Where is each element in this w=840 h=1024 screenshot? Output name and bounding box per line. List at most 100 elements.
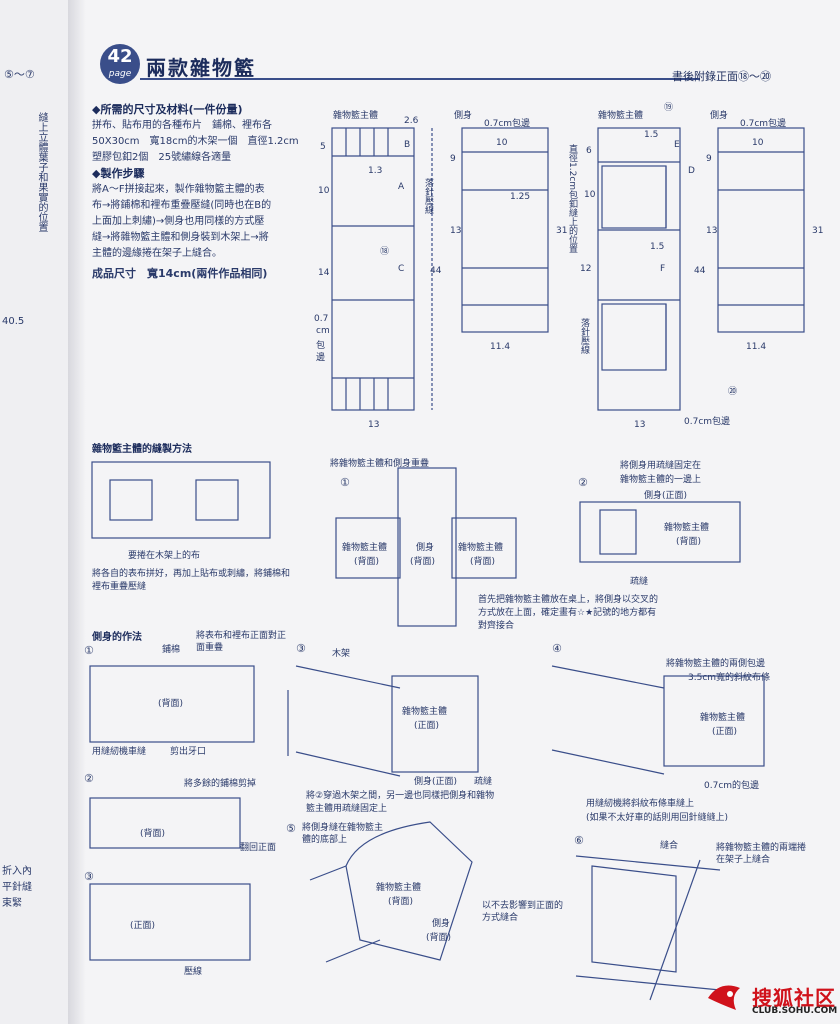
s3-basting: 疏縫 (474, 777, 493, 787)
overlap-title: 將雜物籃主體和側身重疊 (330, 459, 430, 469)
left-bottom-3: 束緊 (2, 898, 22, 909)
s3-front: (正面) (130, 921, 156, 931)
overlap-side-back: (背面) (410, 557, 436, 567)
page-number-badge: 42 page (100, 44, 140, 84)
s5-body: 雜物籃主體 (376, 883, 422, 893)
side-method-heading: 側身的作法 (92, 632, 142, 643)
s3-side-front: 側身(正面) (414, 777, 458, 787)
marker-18: ⑱ (380, 247, 390, 257)
step2-note-1: 將側身用疏縫固定在 (620, 461, 702, 471)
s5-side-back: (背面) (426, 933, 452, 943)
edge-bao: 包 (316, 341, 326, 351)
sewing-method-heading: 雜物籃主體的縫製方法 (92, 444, 192, 455)
s4-bottom: 用縫紉機將斜紋布條車縫上 (586, 799, 695, 809)
side-dim-10: 10 (496, 138, 508, 148)
marker-20: ⑳ (728, 387, 738, 397)
dim-1-3: 1.3 (368, 166, 383, 176)
s3-body-front: (正面) (414, 721, 440, 731)
s5-body-back: (背面) (388, 897, 414, 907)
logo-url: CLUB.SOHU.COM (752, 1006, 838, 1016)
side-edge-2: 0.7cm包邊 (740, 119, 787, 129)
step2-body: 雜物籃主體 (664, 523, 710, 533)
materials-line: 拼布、貼布用的各種布片 鋪棉、裡布各 (92, 120, 272, 131)
wood-frame: 木架 (332, 649, 351, 659)
side-label-2: 側身 (710, 111, 729, 121)
side2-dim-10: 10 (752, 138, 764, 148)
main-body-1-outline (331, 127, 415, 411)
step2-side-front: 側身(正面) (644, 491, 688, 501)
s4-body: 雜物籃主體 (700, 713, 746, 723)
side-edge-1: 0.7cm包邊 (484, 119, 531, 129)
letter-c: C (398, 264, 405, 274)
overlap-back-left: (背面) (354, 557, 380, 567)
step-number-2: ② (578, 476, 588, 489)
s2-back: (背面) (140, 829, 166, 839)
dim-1-5b: 1.5 (650, 242, 665, 252)
materials-block: ◆所需的尺寸及材料(一件份量) 拼布、貼布用的各種布片 鋪棉、裡布各 50X30… (92, 102, 312, 282)
logo-text: 搜狐社区 (752, 986, 836, 1010)
side-dim-9: 9 (450, 154, 456, 164)
left-page-ref: ⑤～⑦ (4, 68, 35, 81)
side-dim-31: 31 (556, 226, 568, 236)
s4-edge: 0.7cm的包邊 (704, 781, 760, 791)
steps-line: 縫→將雜物籃主體和側身裝到木架上→將 (92, 232, 269, 243)
side-dim-11-4: 11.4 (490, 342, 511, 352)
dim-6: 6 (586, 146, 592, 156)
side2-dim-11-4: 11.4 (746, 342, 767, 352)
s5-side: 側身 (432, 919, 451, 929)
s3-body: 雜物籃主體 (402, 707, 448, 717)
letter-b: B (404, 140, 411, 150)
step2-basting: 疏縫 (630, 577, 649, 587)
wrap-label: 要捲在木架上的布 (128, 551, 201, 561)
main-body-label-1: 雜物籃主體 (333, 111, 379, 121)
page-title: 兩款雜物籃 (146, 56, 256, 80)
sohu-club-logo: 搜狐社区 CLUB.SOHU.COM (700, 972, 840, 1024)
s1-notch: 剪出牙口 (170, 747, 207, 757)
step1-note: 首先把雜物籃主體放在桌上，將側身以交叉的方式放在上面，確定畫有☆★記號的地方都有… (478, 595, 659, 631)
s6-note: 將雜物籃主體的兩端捲在架子上縫合 (716, 843, 807, 865)
edge-bian: 邊 (316, 353, 326, 363)
letter-a: A (398, 182, 405, 192)
fox-logo-icon (708, 985, 740, 1010)
quilt-line-label: 落針壓線 (423, 178, 433, 214)
left-measure: 40.5 (2, 316, 25, 327)
overlap-back-right: (背面) (470, 557, 496, 567)
dim-10b: 10 (584, 190, 596, 200)
dim-12: 12 (580, 264, 592, 274)
quilt-line-label-2: 落針壓線 (579, 318, 589, 354)
steps-line: 上面加上刺繡)→側身也用同樣的方式壓 (92, 216, 265, 227)
left-bottom-1: 折入內 (2, 866, 32, 877)
left-bottom-2: 平針縫 (2, 882, 32, 893)
dim-2-6: 2.6 (404, 116, 419, 126)
edge-07b: 0.7cm包邊 (684, 417, 731, 427)
step2-note-2: 雜物籃主體的一邊上 (620, 475, 702, 485)
page-word: page (108, 69, 132, 79)
s3-quilt: 壓線 (184, 967, 203, 977)
side-label-1: 側身 (454, 111, 473, 121)
steps-line: 布→將鋪棉和裡布重疊壓縫(同時也在B的 (92, 200, 272, 211)
materials-line: 50X30cm 寬18cm的木架一個 直徑1.2cm (92, 136, 299, 147)
s2-turn: 翻回正面 (240, 843, 277, 853)
steps-line: 主體的邊緣捲在架子上縫合。 (92, 248, 222, 259)
dim-13b: 13 (634, 420, 646, 430)
dim-14: 14 (318, 268, 330, 278)
side2-dim-31: 31 (812, 226, 824, 236)
sewing-note: 將各自的表布拼好，再加上貼布或刺繡，將鋪棉和裡布重疊壓縫 (92, 569, 291, 592)
edge-cm: cm (316, 326, 330, 336)
letter-e: E (674, 140, 680, 150)
main-body-label-2: 雜物籃主體 (598, 111, 644, 121)
step-number-4: ④ (552, 642, 562, 655)
side2-dim-13: 13 (706, 226, 718, 236)
s3-note: 將②穿過木架之間，另一邊也同樣把側身和雜物籃主體用疏縫固定上 (306, 791, 495, 814)
side-dim-13: 13 (450, 226, 462, 236)
side-step-2: ② (84, 772, 94, 785)
finished-size: 成品尺寸 寬14cm(兩件作品相同) (92, 267, 268, 280)
step-number-5: ⑤ (286, 822, 296, 835)
s1-overlap: 將表布和裡布正面對正面重疊 (196, 631, 287, 653)
overlap-side: 側身 (416, 543, 435, 553)
step-number-6: ⑥ (574, 834, 584, 847)
s4-front: (正面) (712, 727, 738, 737)
overlap-body-right: 雜物籃主體 (458, 543, 504, 553)
